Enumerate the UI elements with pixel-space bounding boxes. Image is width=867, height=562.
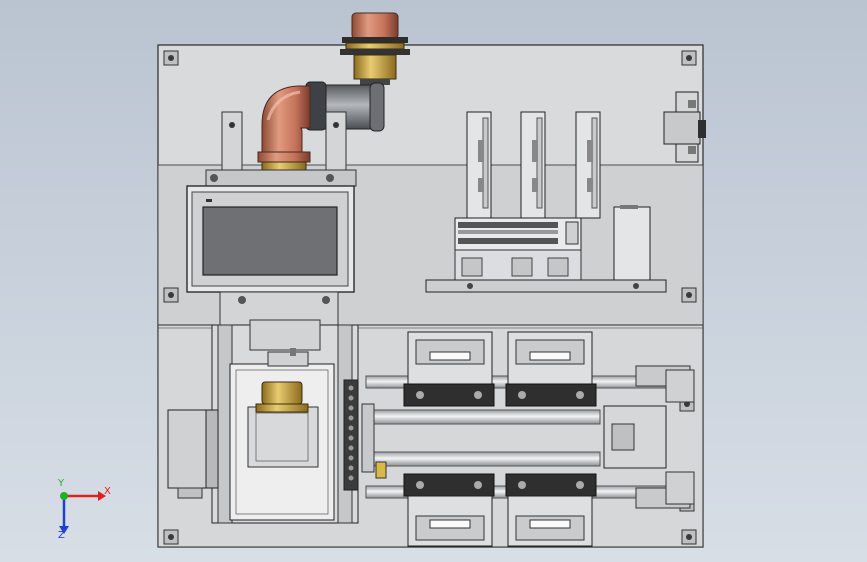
power-supply[interactable] (613, 205, 651, 281)
chamber-housing[interactable] (229, 348, 335, 521)
hmi-touch-screen[interactable] (186, 185, 355, 293)
coordinate-triad: X Y Z (48, 478, 118, 544)
plc-module[interactable] (454, 217, 582, 281)
x-axis-label: X (104, 486, 111, 497)
clamp-unit-upper-right[interactable] (505, 331, 597, 407)
triad-arrows (59, 491, 106, 534)
cable-drag-chain (343, 379, 359, 491)
side-connector[interactable] (663, 91, 706, 163)
top-inlet-fitting[interactable] (340, 12, 410, 85)
servo-drivers[interactable] (466, 111, 601, 219)
pipe-support-bracket (205, 111, 357, 187)
y-axis-label: Y (58, 478, 65, 489)
clamp-unit-upper-left[interactable] (403, 331, 495, 407)
z-axis-label: Z (58, 530, 65, 541)
clamp-unit-lower-left[interactable] (403, 473, 495, 547)
clamp-unit-lower-right[interactable] (505, 473, 597, 547)
brass-nozzle[interactable] (255, 381, 309, 413)
pneumatic-cylinder-block[interactable] (603, 365, 695, 509)
din-rail (425, 279, 667, 293)
stepper-motor[interactable] (167, 409, 219, 499)
